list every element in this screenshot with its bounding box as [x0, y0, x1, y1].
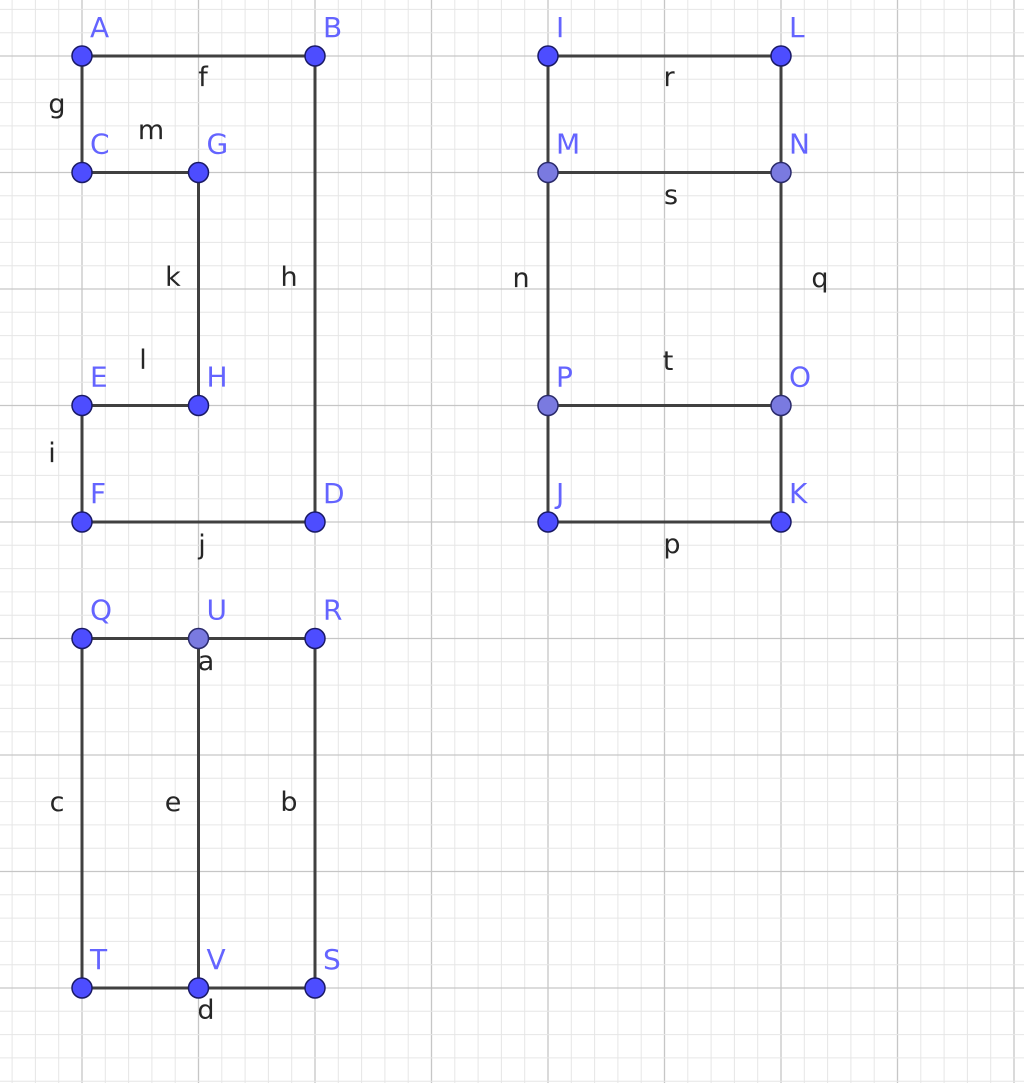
point-Q[interactable] [71, 627, 93, 650]
point-I[interactable] [537, 45, 559, 67]
point-N[interactable] [770, 161, 792, 184]
segment-label-l: l [139, 345, 147, 376]
point-F[interactable] [71, 511, 93, 533]
segment-label-m: m [138, 115, 164, 146]
point-P[interactable] [537, 394, 559, 417]
segment-label-r: r [663, 62, 675, 93]
point-label-Q: Q [90, 594, 112, 627]
point-label-M: M [556, 128, 580, 161]
point-H[interactable] [187, 394, 210, 417]
segment-label-c: c [50, 787, 65, 818]
point-label-E: E [90, 361, 108, 394]
segment-labels-layer: f g m k l i j h r s n q t p a c e b d [48, 62, 828, 1026]
point-label-D: D [323, 477, 345, 510]
point-label-P: P [556, 361, 573, 394]
point-label-N: N [789, 128, 810, 161]
point-label-V: V [207, 943, 226, 976]
point-label-B: B [323, 11, 342, 44]
point-label-A: A [90, 11, 109, 44]
point-label-F: F [90, 477, 106, 510]
segment-label-t: t [663, 346, 674, 377]
point-J[interactable] [537, 511, 559, 533]
point-E[interactable] [71, 394, 93, 417]
point-label-O: O [789, 361, 811, 394]
point-label-T: T [89, 943, 108, 976]
point-V[interactable] [187, 977, 210, 999]
point-S[interactable] [304, 977, 326, 999]
points-layer [71, 45, 792, 999]
point-M[interactable] [537, 161, 559, 184]
point-label-J: J [554, 477, 564, 510]
point-R[interactable] [304, 627, 326, 650]
point-U[interactable] [187, 627, 210, 650]
point-G[interactable] [187, 161, 210, 184]
point-label-L: L [789, 11, 805, 44]
point-K[interactable] [770, 511, 792, 533]
point-label-R: R [323, 594, 342, 627]
segment-label-i: i [48, 438, 56, 469]
segment-label-s: s [664, 180, 678, 211]
point-label-H: H [207, 361, 228, 394]
segment-label-h: h [280, 262, 297, 293]
segment-label-p: p [663, 529, 680, 560]
segment-label-n: n [512, 263, 529, 294]
point-B[interactable] [304, 45, 326, 67]
segment-label-e: e [165, 787, 182, 818]
segment-label-j: j [197, 530, 206, 561]
segment-label-a: a [198, 646, 215, 677]
point-label-U: U [207, 594, 228, 627]
segment-label-f: f [198, 62, 209, 93]
point-label-S: S [323, 943, 341, 976]
segment-label-b: b [280, 787, 297, 818]
point-O[interactable] [770, 394, 792, 417]
point-label-C: C [90, 128, 110, 161]
segment-label-d: d [197, 995, 214, 1026]
point-A[interactable] [71, 45, 93, 67]
point-labels-layer: A B C G E H F D I L M N P O J K Q U R T V S [89, 11, 811, 976]
point-label-K: K [789, 477, 808, 510]
point-D[interactable] [304, 511, 326, 533]
point-C[interactable] [71, 161, 93, 184]
point-L[interactable] [770, 45, 792, 67]
segment-label-g: g [48, 89, 65, 120]
segment-label-k: k [165, 262, 181, 293]
point-T[interactable] [71, 977, 93, 999]
point-label-G: G [207, 128, 229, 161]
point-label-I: I [556, 11, 564, 44]
segment-label-q: q [811, 263, 828, 294]
